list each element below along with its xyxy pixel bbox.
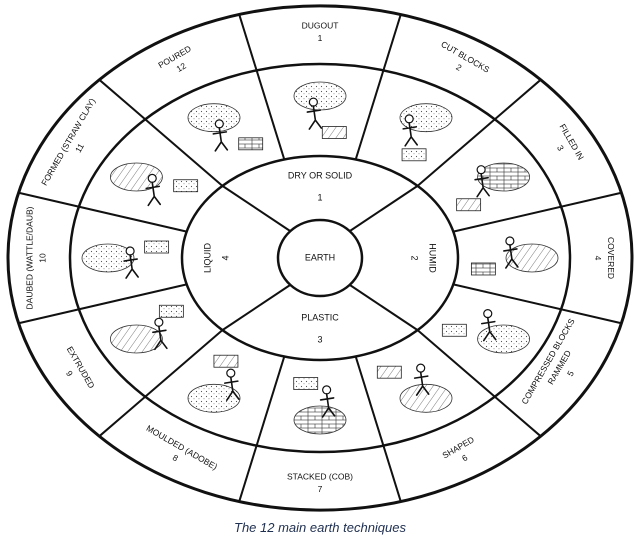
state-label-1: DRY OR SOLID: [288, 170, 353, 180]
technique-number-4: 4: [593, 256, 603, 261]
state-number-4: 4: [220, 255, 230, 260]
state-label-4: LIQUID: [202, 243, 212, 274]
technique-number-1: 1: [318, 33, 323, 43]
state-number-3: 3: [317, 334, 322, 344]
technique-label-10: DAUBED (WATTLE/DAUB): [24, 206, 34, 309]
figure-caption: The 12 main earth techniques: [0, 520, 640, 535]
technique-label-1: DUGOUT: [302, 21, 339, 31]
technique-label-7: STACKED (COB): [287, 472, 353, 482]
state-number-2: 2: [410, 255, 420, 260]
state-label-2: HUMID: [428, 243, 438, 273]
technique-number-10: 10: [37, 253, 47, 263]
earth-label: EARTH: [305, 252, 335, 262]
technique-number-7: 7: [318, 484, 323, 494]
state-label-3: PLASTIC: [301, 312, 339, 322]
state-number-1: 1: [317, 192, 322, 202]
technique-label-4: COVERED: [606, 237, 616, 279]
